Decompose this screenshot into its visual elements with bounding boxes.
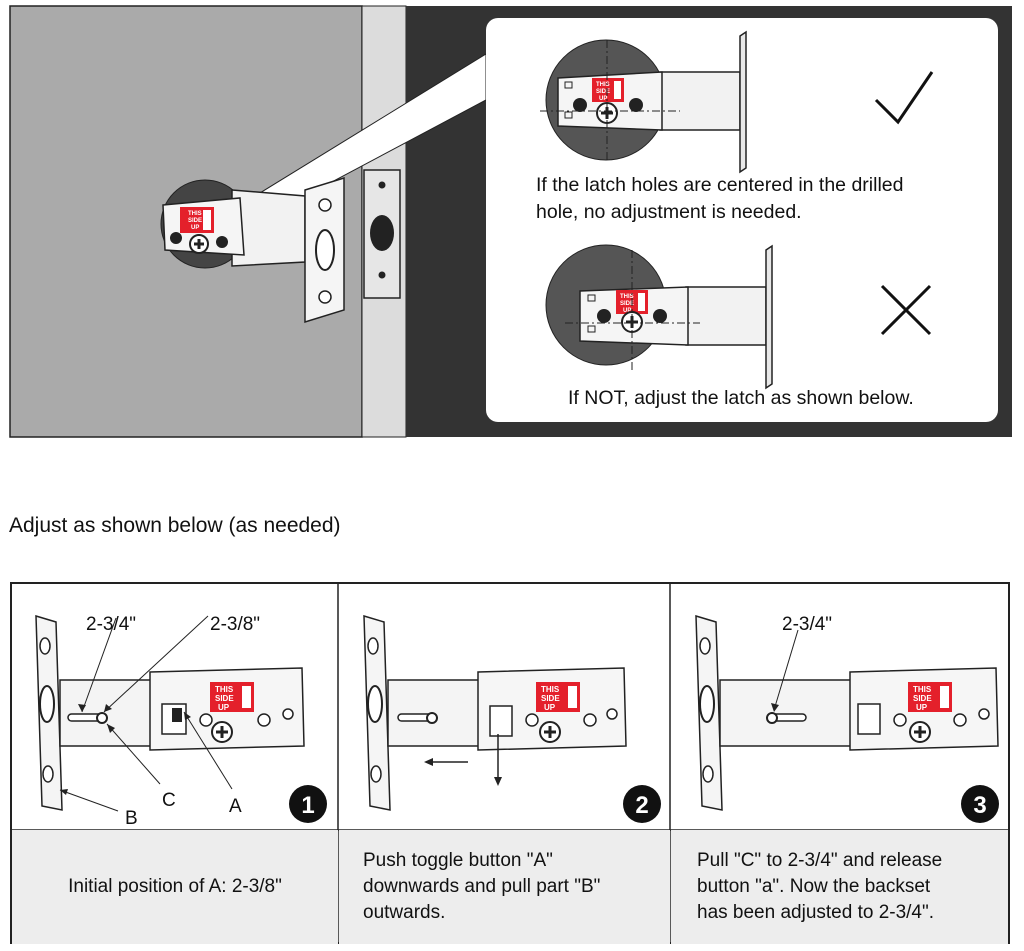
- step-1-label-c: C: [162, 790, 176, 811]
- step-2-figure: THIS SIDE UP: [363, 614, 627, 811]
- svg-text:SIDE: SIDE: [188, 218, 202, 224]
- step-1-label-2-3-4: 2-3/4": [86, 614, 136, 635]
- step-3-number-badge: [961, 785, 999, 823]
- svg-text:THIS: THIS: [913, 685, 932, 694]
- step-3-label-2-3-4: 2-3/4": [782, 614, 832, 635]
- section-heading: Adjust as shown below (as needed): [9, 514, 341, 537]
- svg-text:THIS: THIS: [541, 685, 560, 694]
- svg-text:UP: UP: [623, 308, 631, 314]
- step-1-number: 1: [301, 792, 314, 819]
- svg-text:THIS: THIS: [215, 685, 234, 694]
- incorrect-caption: If NOT, adjust the latch as shown below.: [568, 387, 914, 409]
- svg-text:UP: UP: [916, 703, 928, 712]
- cross-mark-icon: [880, 284, 932, 336]
- step-3-caption: Pull "C" to 2-3/4" and release button "a…: [671, 830, 1008, 944]
- svg-text:UP: UP: [599, 96, 607, 102]
- step-2-caption-line-1: Push toggle button "A": [363, 850, 553, 871]
- correct-caption-line-2: hole, no adjustment is needed.: [536, 201, 802, 223]
- svg-text:THIS: THIS: [188, 211, 202, 217]
- correct-caption-line-1: If the latch holes are centered in the d…: [536, 174, 904, 196]
- svg-text:THIS: THIS: [620, 294, 634, 300]
- step-1-label-2-3-8: 2-3/8": [210, 614, 260, 635]
- step-1-caption: Initial position of A: 2-3/8": [12, 830, 338, 944]
- svg-text:UP: UP: [191, 225, 199, 231]
- correct-caption: If the latch holes are centered in the d…: [536, 172, 903, 226]
- step-3-caption-line-1: Pull "C" to 2-3/4" and release: [697, 850, 943, 871]
- svg-text:SIDE: SIDE: [596, 89, 610, 95]
- svg-text:SIDE: SIDE: [913, 694, 932, 703]
- svg-text:SIDE: SIDE: [541, 694, 560, 703]
- step-3-figure: THIS SIDE UP: [695, 614, 999, 811]
- step-1-figure: THIS SIDE UP: [35, 614, 305, 812]
- step-2-number: 2: [635, 792, 648, 819]
- step-3-caption-line-3: has been adjusted to 2-3/4".: [697, 902, 935, 923]
- svg-text:UP: UP: [544, 703, 556, 712]
- step-3-number: 3: [973, 792, 986, 819]
- step-1-label-a: A: [229, 796, 242, 817]
- svg-text:SIDE: SIDE: [620, 301, 634, 307]
- step-1-number-badge: [289, 785, 327, 823]
- adjustment-steps-table: THIS SIDE UP 2-3/4" 2: [10, 582, 1010, 944]
- door-latch-illustration: THIS SIDE UP THIS SIDE UP THIS SIDE UP: [9, 5, 1012, 438]
- step-2-caption-line-2: downwards and pull part "B": [363, 876, 601, 897]
- step-2-number-badge: [623, 785, 661, 823]
- step-2-caption-line-3: outwards.: [363, 902, 446, 923]
- svg-text:SIDE: SIDE: [215, 694, 234, 703]
- step-3-caption-line-2: button "a". Now the backset: [697, 876, 931, 897]
- step-2-caption: Push toggle button "A" downwards and pul…: [339, 830, 670, 944]
- svg-text:THIS: THIS: [596, 82, 610, 88]
- check-mark-icon: [874, 71, 934, 125]
- svg-text:UP: UP: [218, 703, 230, 712]
- step-1-label-b: B: [125, 808, 138, 829]
- step-1-caption-line-1: Initial position of A: 2-3/8": [68, 876, 282, 897]
